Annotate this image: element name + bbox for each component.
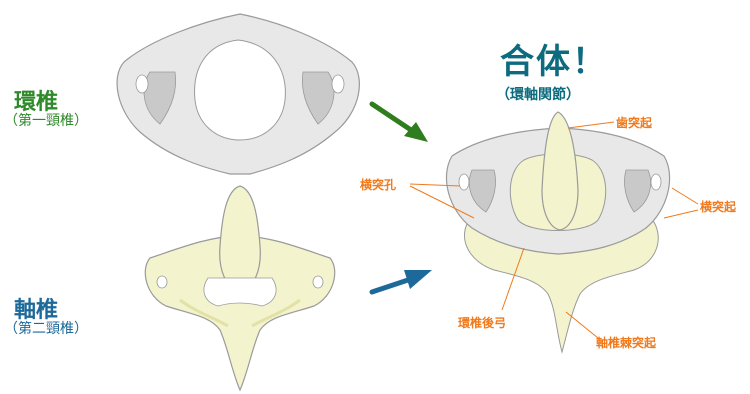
label-atlas-posterior-arch: 環椎後弓: [458, 314, 506, 331]
axis-alt-name: （第二頸椎）: [4, 318, 88, 338]
label-transverse-process: 横突起: [700, 198, 736, 215]
atlas-alt-name: （第一頸椎）: [4, 110, 88, 130]
axis-vertebra: [145, 186, 335, 390]
combined-subtitle: （環軸関節）: [496, 84, 580, 104]
arrow-blue: [372, 270, 432, 292]
atlas-vertebra: [117, 14, 359, 174]
combined-title: 合体！: [500, 34, 608, 83]
arrow-green: [372, 104, 428, 142]
label-transverse-foramen: 横突孔: [360, 176, 396, 193]
label-axis-spinous-process: 軸椎棘突起: [596, 334, 656, 351]
label-dens: 歯突起: [616, 114, 652, 131]
